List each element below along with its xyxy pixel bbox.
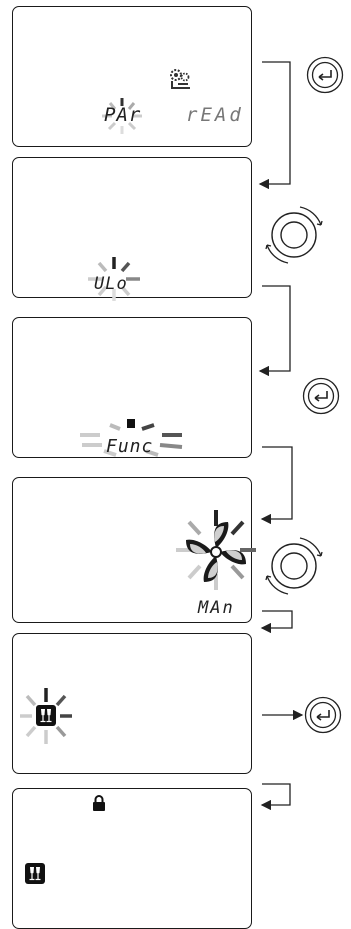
blink-indicator-4	[176, 510, 256, 590]
connector-2-3	[258, 285, 291, 377]
lcd-screen-2	[12, 157, 252, 298]
lcd-screen-3	[12, 317, 252, 458]
display-text-func: Func	[106, 436, 154, 457]
blink-indicator-2	[88, 257, 140, 301]
lcd-screen-6	[12, 788, 252, 929]
enter-button-icon	[306, 56, 344, 94]
connector-1-2	[258, 61, 291, 190]
fan-icon	[186, 522, 246, 582]
display-text-read: rEAd	[186, 104, 244, 126]
lcd-screen-5	[12, 633, 252, 774]
enter-button-icon	[302, 377, 340, 415]
lock-icon	[93, 795, 105, 811]
connector-5-6	[260, 783, 291, 811]
connector-3-4	[260, 446, 293, 525]
display-text-ulo: ULo	[94, 274, 128, 294]
rotary-knob-icon	[265, 206, 323, 264]
display-text-par: PAr	[104, 104, 142, 126]
blink-indicator-1	[102, 98, 142, 134]
blink-indicator-3	[80, 419, 183, 457]
blink-indicator-5	[20, 688, 72, 744]
connector-4-5	[260, 610, 293, 634]
settings-gear-icon	[170, 69, 190, 89]
party-mode-icon	[25, 863, 45, 884]
party-mode-icon	[36, 705, 56, 726]
lcd-screen-1	[12, 6, 252, 147]
display-text-man: MAn	[198, 598, 235, 618]
rotary-knob-icon	[265, 537, 323, 595]
enter-button-icon	[304, 696, 342, 734]
